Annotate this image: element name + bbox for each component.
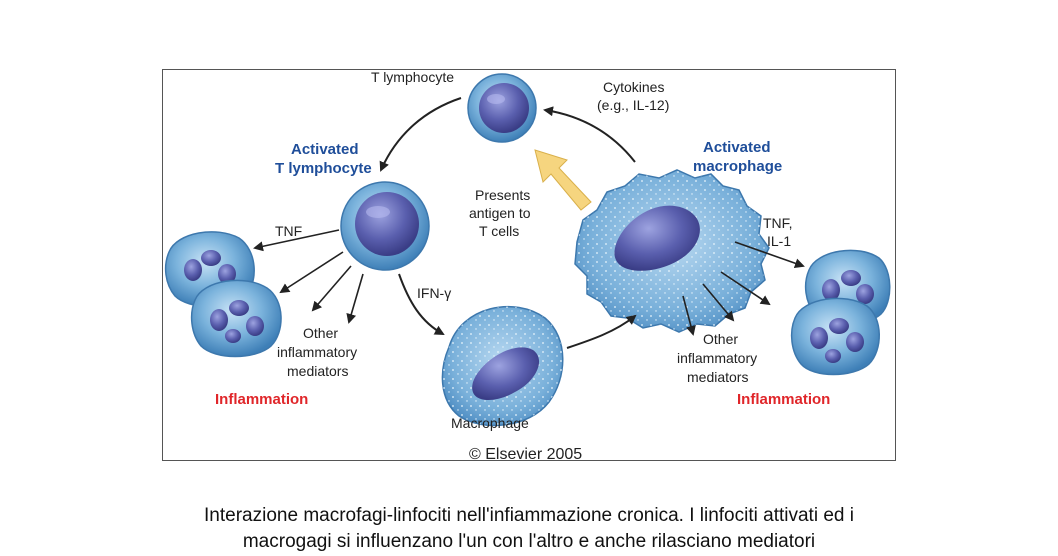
label-activated-macrophage-2: macrophage	[693, 158, 782, 175]
inflammatory-cell-left-1	[164, 231, 255, 308]
label-presents-1: Presents	[475, 187, 530, 203]
mediator-arrow-left-3	[346, 273, 364, 324]
macrophage-cell	[441, 305, 564, 427]
label-other-right-1: Other	[703, 331, 738, 347]
tnf-arrow-right	[734, 241, 805, 269]
label-activated-t-1: Activated	[291, 141, 359, 158]
label-macrophage: Macrophage	[451, 415, 529, 431]
caption-line-1: Interazione macrofagi-linfociti nell'inf…	[204, 505, 854, 526]
mediator-arrow-right-3	[720, 271, 771, 306]
caption-line-2: macrogagi si influenzano l'un con l'altr…	[242, 531, 816, 552]
t-lymphocyte-cell	[467, 73, 537, 143]
label-ifn-gamma: IFN-γ	[417, 285, 451, 301]
mediator-arrow-left-2	[311, 265, 352, 312]
mediator-arrow-right-2	[702, 283, 735, 322]
label-tnf-right-2: IL-1	[767, 233, 791, 249]
copyright-text: © Elsevier 2005	[469, 446, 582, 462]
label-cytokines-1: Cytokines	[603, 79, 664, 95]
label-activated-macrophage-1: Activated	[703, 139, 771, 156]
label-presents-2: antigen to	[469, 205, 531, 221]
label-other-left-2: inflammatory	[277, 344, 357, 360]
immune-interaction-diagram: T lymphocyte Cytokines (e.g., IL-12) Act…	[164, 70, 891, 462]
arrow-activated-t-to-macrophage	[398, 273, 445, 335]
label-other-left-3: mediators	[287, 363, 348, 379]
activated-t-lymphocyte-cell	[340, 181, 430, 271]
mediator-arrow-right-1	[682, 295, 696, 336]
label-tnf-right-1: TNF,	[763, 215, 793, 231]
activated-macrophage-cell	[574, 169, 770, 333]
label-other-right-2: inflammatory	[677, 350, 757, 366]
tnf-arrow-left	[253, 229, 340, 252]
antigen-presentation-arrow	[534, 149, 592, 211]
label-other-left-1: Other	[303, 325, 338, 341]
label-cytokines-2: (e.g., IL-12)	[597, 97, 669, 113]
arrow-macrophage-to-activated-macrophage	[566, 314, 637, 349]
label-tnf-left: TNF	[275, 223, 302, 239]
figure-frame: T lymphocyte Cytokines (e.g., IL-12) Act…	[162, 69, 896, 462]
label-presents-3: T cells	[479, 223, 519, 239]
arrow-t-to-activated-t	[379, 97, 462, 172]
inflammatory-cell-left-2	[190, 279, 282, 358]
label-inflammation-left: Inflammation	[215, 391, 308, 408]
mediator-arrow-left-1	[279, 251, 344, 294]
inflammatory-cell-right-2	[790, 297, 880, 376]
figure-caption: Interazione macrofagi-linfociti nell'inf…	[60, 503, 998, 555]
arrow-activated-macrophage-to-t	[543, 106, 636, 163]
label-t-lymphocyte: T lymphocyte	[371, 70, 454, 85]
label-other-right-3: mediators	[687, 369, 748, 385]
label-activated-t-2: T lymphocyte	[275, 160, 372, 177]
label-inflammation-right: Inflammation	[737, 391, 830, 408]
